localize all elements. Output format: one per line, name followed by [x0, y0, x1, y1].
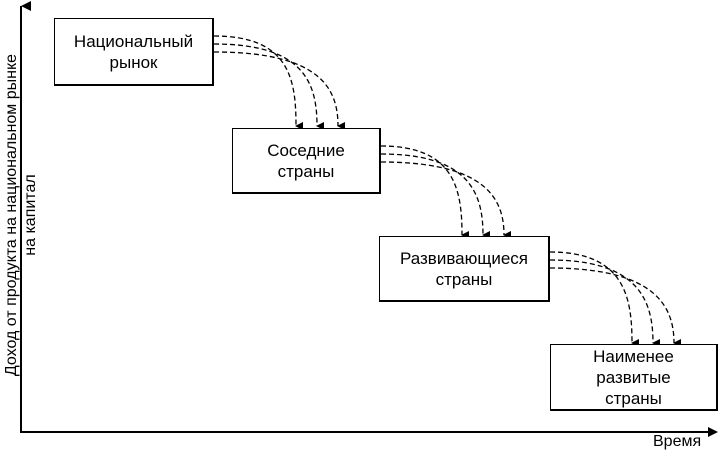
- stage-label-line: Национальный: [73, 31, 194, 51]
- transition-arrows-3: [549, 251, 682, 347]
- stage-label-line: страны: [277, 161, 335, 181]
- stage-box-developing-countries: Развивающиеся страны: [379, 236, 550, 302]
- stage-label-line: развитые: [596, 367, 671, 387]
- stage-label-line: Наименее: [593, 346, 674, 366]
- stage-label-line: Соседние: [267, 140, 345, 160]
- stage-box-neighboring-countries: Соседние страны: [232, 128, 381, 194]
- transition-arrows-1: [213, 35, 346, 130]
- stage-box-least-developed-countries: Наименее развитые страны: [550, 344, 718, 411]
- x-axis-arrowhead: [708, 427, 718, 437]
- stage-box-national-market: Национальный рынок: [54, 18, 214, 86]
- stage-label-line: Развивающиеся: [399, 248, 529, 268]
- stage-label-line: страны: [435, 269, 493, 289]
- transition-arrows-2: [380, 145, 512, 239]
- y-axis-label: Доход от продукта на национальном рынке …: [3, 53, 39, 377]
- x-axis-label: Время: [653, 433, 702, 450]
- stage-label-line: рынок: [109, 52, 158, 72]
- stage-label-line: страны: [605, 388, 662, 408]
